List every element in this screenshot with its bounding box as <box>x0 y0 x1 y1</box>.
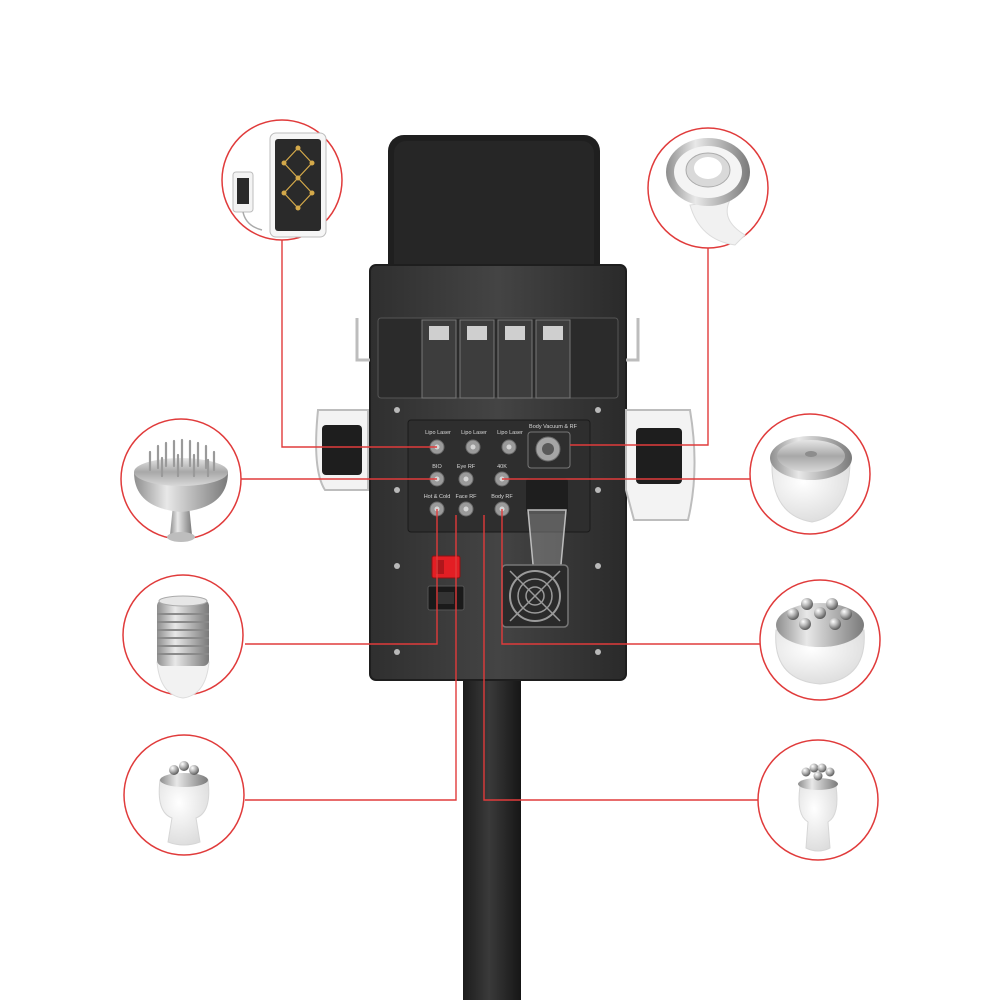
eye-rf-icon <box>158 761 210 846</box>
callout-cavitation-head <box>647 127 769 249</box>
line-cavitation-head <box>570 248 709 446</box>
label-face-rf: Face RF <box>455 494 477 500</box>
cavitation-head-icon <box>666 138 750 246</box>
bio-comb-icon <box>134 438 228 542</box>
label-bio: BIO <box>432 464 442 470</box>
machine: Lipo Laser Lipo Laser Lipo Laser Body Va… <box>315 135 696 681</box>
line-multipolar-rf <box>501 509 760 645</box>
line-eye-rf <box>245 515 457 801</box>
label-body-vacuum-rf: Body Vacuum & RF <box>529 424 578 430</box>
label-eye-rf: Eye RF <box>457 464 476 470</box>
callout-flat-rf <box>749 413 871 535</box>
cooling-fan <box>501 564 569 628</box>
face-rf-icon <box>798 763 838 852</box>
label-lipo-laser-right: Lipo Laser <box>497 430 523 436</box>
connector-lines <box>240 236 760 801</box>
laser-pad-icon <box>232 132 327 238</box>
vacuum-handle <box>526 478 568 576</box>
callout-face-rf <box>757 739 879 861</box>
line-face-rf <box>483 515 758 801</box>
flat-rf-head-icon <box>770 436 852 523</box>
label-40k: 40K <box>497 464 507 470</box>
label-body-rf: Body RF <box>491 494 513 500</box>
label-lipo-laser-mid: Lipo Laser <box>461 430 487 436</box>
label-hot-cold: Hot & Cold <box>424 494 451 500</box>
stand-pole <box>463 675 521 1000</box>
callout-hot-cold <box>122 574 244 699</box>
line-hot-cold <box>245 509 438 645</box>
callout-laser-pads <box>221 119 343 241</box>
line-laser-pads <box>281 236 437 448</box>
side-holder-right <box>625 409 696 521</box>
hot-cold-head-icon <box>156 595 210 699</box>
callout-bio-comb <box>120 418 242 542</box>
multipolar-rf-icon <box>775 598 865 685</box>
callout-eye-rf <box>123 734 245 856</box>
callout-multipolar-rf <box>759 579 881 701</box>
label-lipo-laser-left: Lipo Laser <box>425 430 451 436</box>
side-holder-left <box>315 409 369 491</box>
